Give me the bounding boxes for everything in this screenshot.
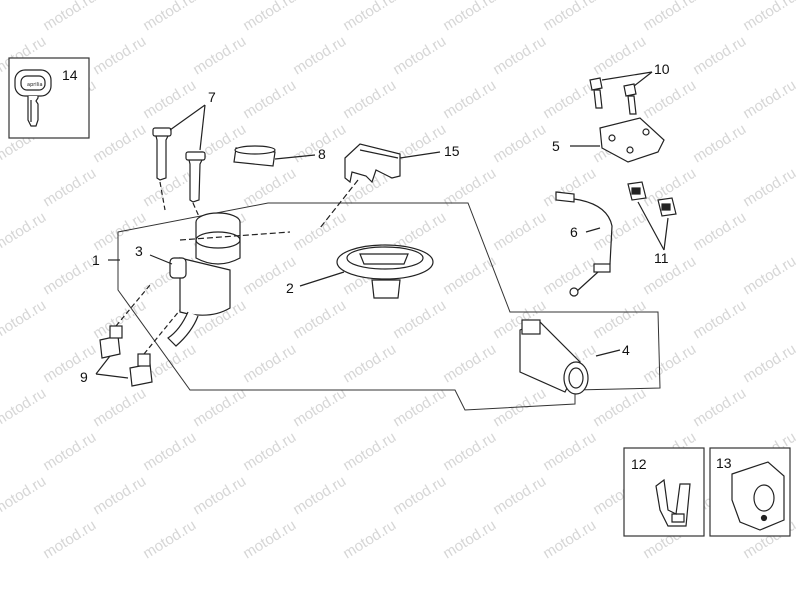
part-6-cable (555, 191, 613, 297)
key-brand-text: aprilia (27, 82, 43, 88)
part-13-inset (709, 447, 791, 537)
part-7-bolts (152, 104, 206, 231)
part-9-bushes (95, 284, 181, 387)
part-12-inset (623, 447, 705, 537)
part-10-screws (589, 71, 653, 115)
callout-7: 7 (208, 89, 216, 105)
callout-6: 6 (570, 224, 578, 240)
part-4-grommet (519, 319, 621, 395)
callout-15: 15 (444, 143, 460, 159)
part-5-bracket (570, 117, 665, 163)
callout-10: 10 (654, 61, 670, 77)
callout-2: 2 (286, 280, 294, 296)
callout-5: 5 (552, 138, 560, 154)
callout-9: 9 (80, 369, 88, 385)
callout-13: 13 (716, 455, 732, 471)
callout-3: 3 (135, 243, 143, 259)
key-icon: aprilia (14, 69, 52, 127)
part-15-cover (319, 143, 441, 229)
callout-12: 12 (631, 456, 647, 472)
callout-11: 11 (654, 250, 669, 266)
part-11-clips (627, 181, 677, 251)
callout-1: 1 (92, 252, 100, 268)
part-8-ring (233, 145, 316, 167)
part-14-key-inset: aprilia (8, 57, 90, 139)
callout-14: 14 (62, 67, 78, 83)
callout-4: 4 (622, 342, 630, 358)
part-2-fuel-cap (299, 244, 434, 299)
callout-8: 8 (318, 146, 326, 162)
part-3-ignition-lock (149, 212, 291, 347)
